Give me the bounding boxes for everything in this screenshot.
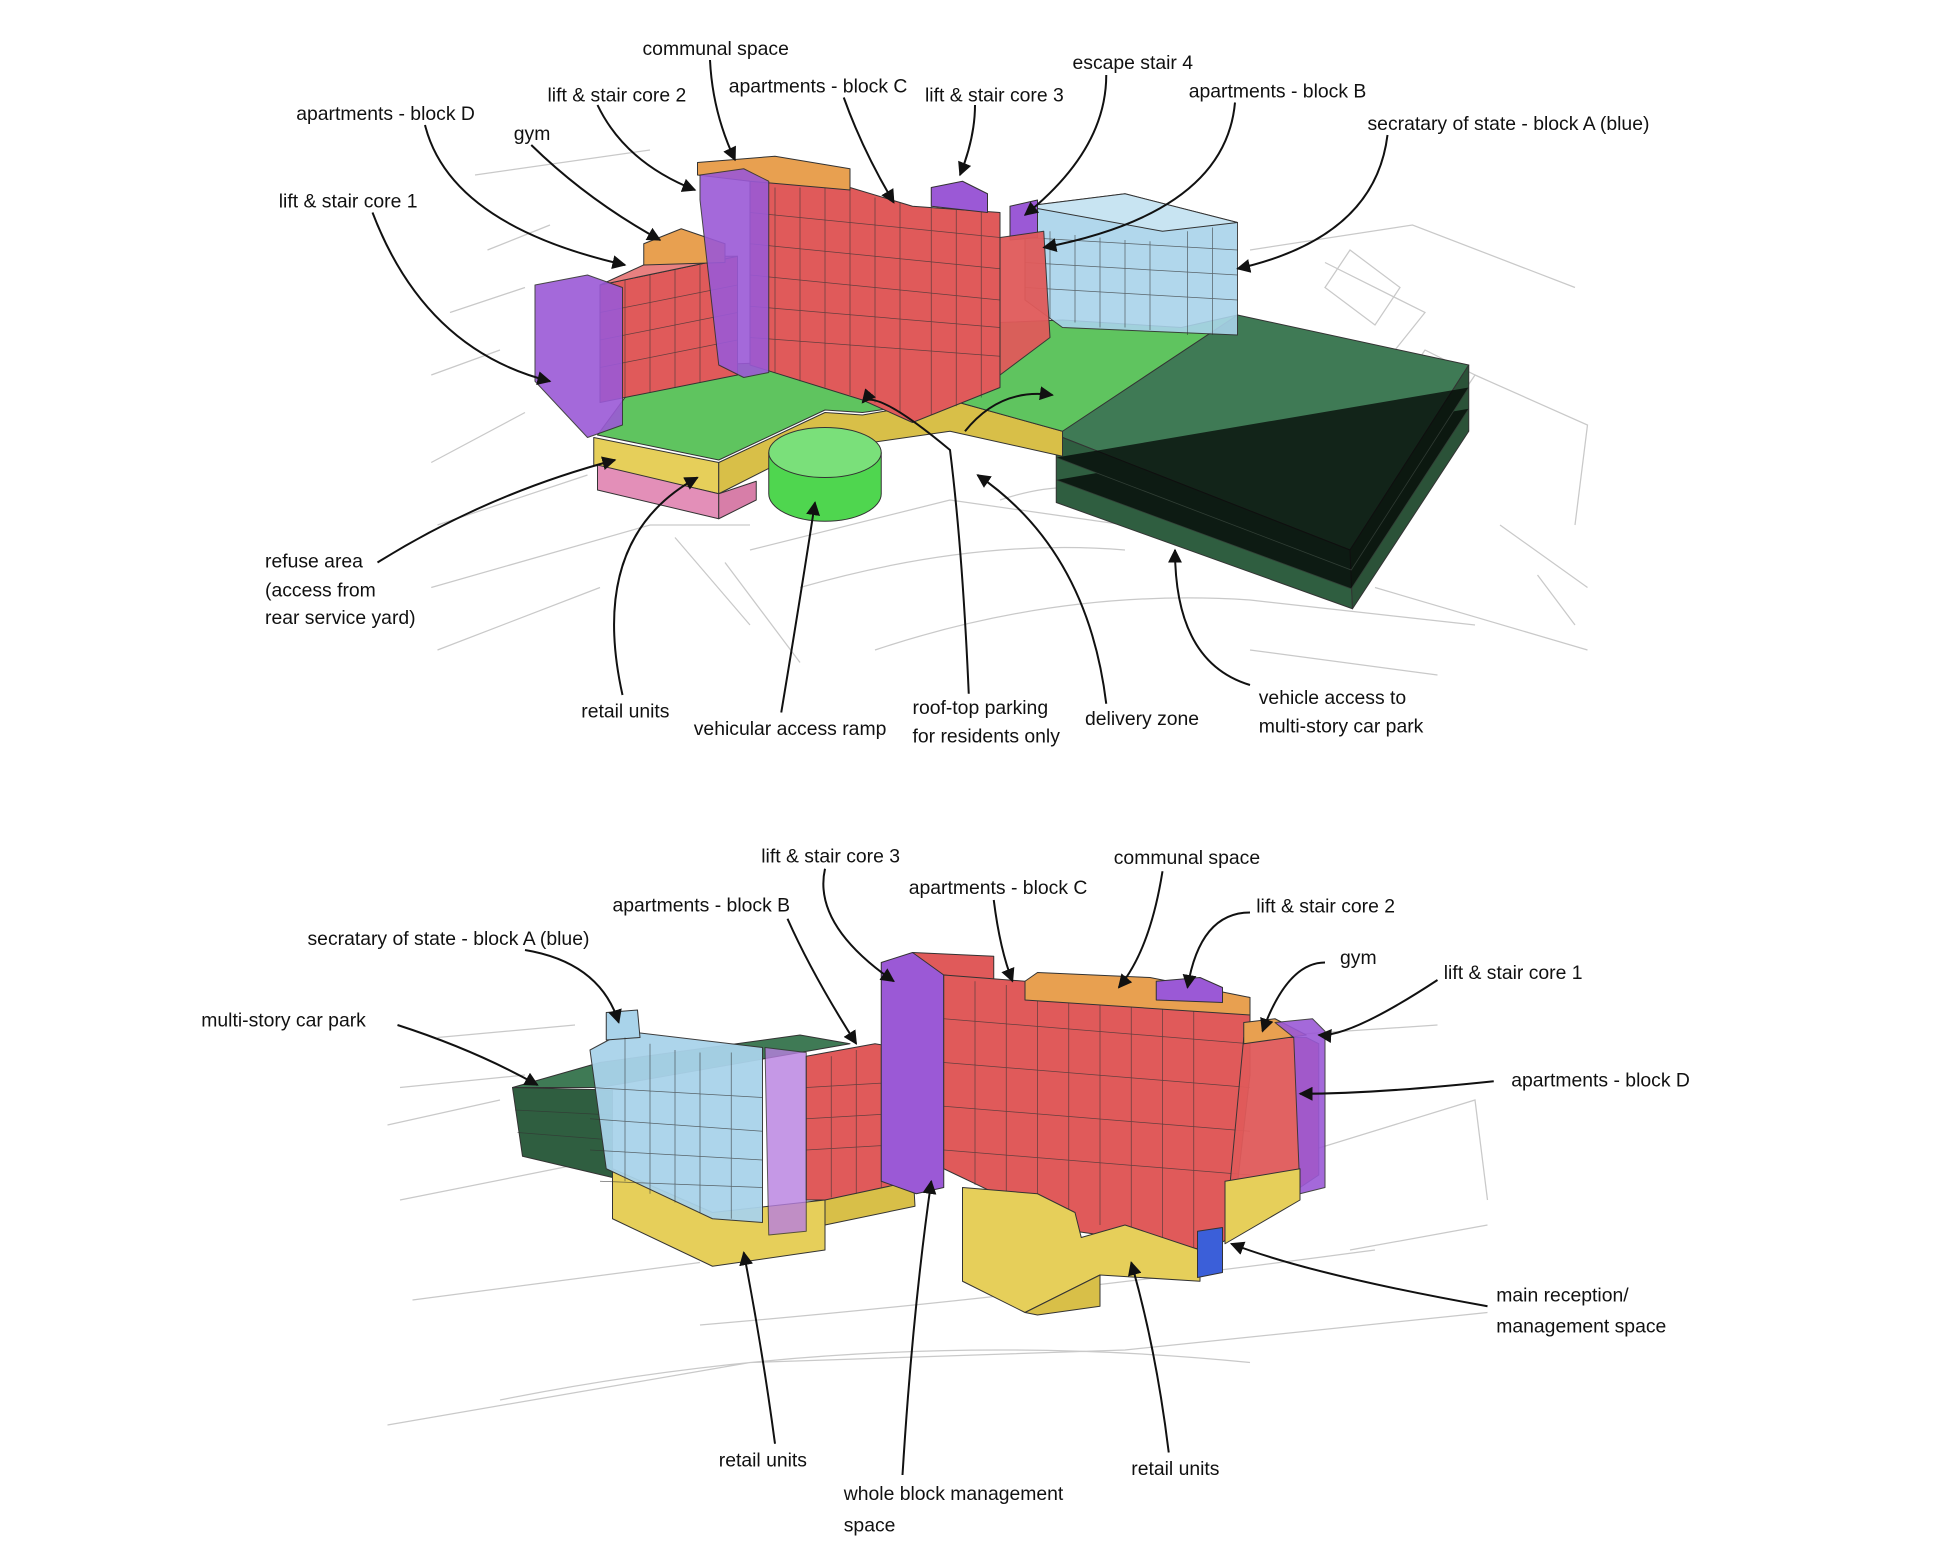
top-blocks bbox=[534, 155, 1238, 439]
top-labels: communal space lift & stair core 2 apart… bbox=[265, 38, 1650, 748]
label-gym: gym bbox=[1340, 947, 1377, 969]
top-car-park bbox=[1055, 314, 1470, 610]
label-reception-line1: main reception/ bbox=[1496, 1284, 1629, 1306]
top-arrows bbox=[371, 59, 1389, 713]
bottom-blocks bbox=[589, 952, 1326, 1316]
label-vehicle-line2: multi-story car park bbox=[1259, 716, 1424, 738]
label-apartments-b: apartments - block B bbox=[1189, 81, 1367, 103]
label-escape-stair-4: escape stair 4 bbox=[1073, 52, 1194, 74]
bottom-arrows bbox=[397, 868, 1494, 1476]
label-apartments-b: apartments - block B bbox=[613, 894, 791, 916]
label-lift-core-1: lift & stair core 1 bbox=[1444, 962, 1583, 984]
label-communal-space: communal space bbox=[643, 38, 789, 60]
bottom-labels: lift & stair core 3 communal space apart… bbox=[201, 846, 1690, 1537]
label-refuse-line2: (access from bbox=[265, 579, 376, 601]
label-apartments-d: apartments - block D bbox=[1511, 1069, 1690, 1091]
label-management-line1: whole block management bbox=[843, 1483, 1064, 1505]
label-apartments-c: apartments - block C bbox=[909, 877, 1088, 899]
label-block-a: secratary of state - block A (blue) bbox=[308, 928, 590, 950]
label-lift-core-1: lift & stair core 1 bbox=[279, 191, 418, 213]
bottom-site-map bbox=[387, 1024, 1489, 1426]
label-lift-core-2: lift & stair core 2 bbox=[548, 84, 687, 106]
label-refuse-line3: rear service yard) bbox=[265, 607, 416, 629]
label-lift-core-3: lift & stair core 3 bbox=[761, 846, 900, 868]
label-reception-line2: management space bbox=[1496, 1316, 1666, 1338]
label-delivery-zone: delivery zone bbox=[1085, 708, 1199, 730]
label-apartments-c: apartments - block C bbox=[729, 76, 908, 98]
label-management-line2: space bbox=[844, 1514, 896, 1536]
label-retail-units: retail units bbox=[581, 701, 669, 723]
top-ramp bbox=[768, 427, 882, 522]
label-apartments-d: apartments - block D bbox=[296, 103, 475, 125]
label-retail-right: retail units bbox=[1131, 1458, 1219, 1480]
label-communal-space: communal space bbox=[1114, 847, 1260, 869]
label-lift-core-2: lift & stair core 2 bbox=[1256, 896, 1395, 918]
label-gym: gym bbox=[514, 123, 551, 145]
label-refuse-line1: refuse area bbox=[265, 551, 363, 573]
label-retail-left: retail units bbox=[719, 1449, 807, 1471]
label-car-park: multi-story car park bbox=[201, 1009, 366, 1031]
label-block-a: secratary of state - block A (blue) bbox=[1368, 113, 1650, 135]
label-ramp: vehicular access ramp bbox=[694, 718, 887, 740]
label-rooftop-line1: roof-top parking bbox=[913, 697, 1049, 719]
label-lift-core-3: lift & stair core 3 bbox=[925, 84, 1064, 106]
label-rooftop-line2: for residents only bbox=[913, 726, 1061, 748]
top-site-map bbox=[430, 149, 1589, 676]
label-vehicle-line1: vehicle access to bbox=[1259, 687, 1406, 709]
